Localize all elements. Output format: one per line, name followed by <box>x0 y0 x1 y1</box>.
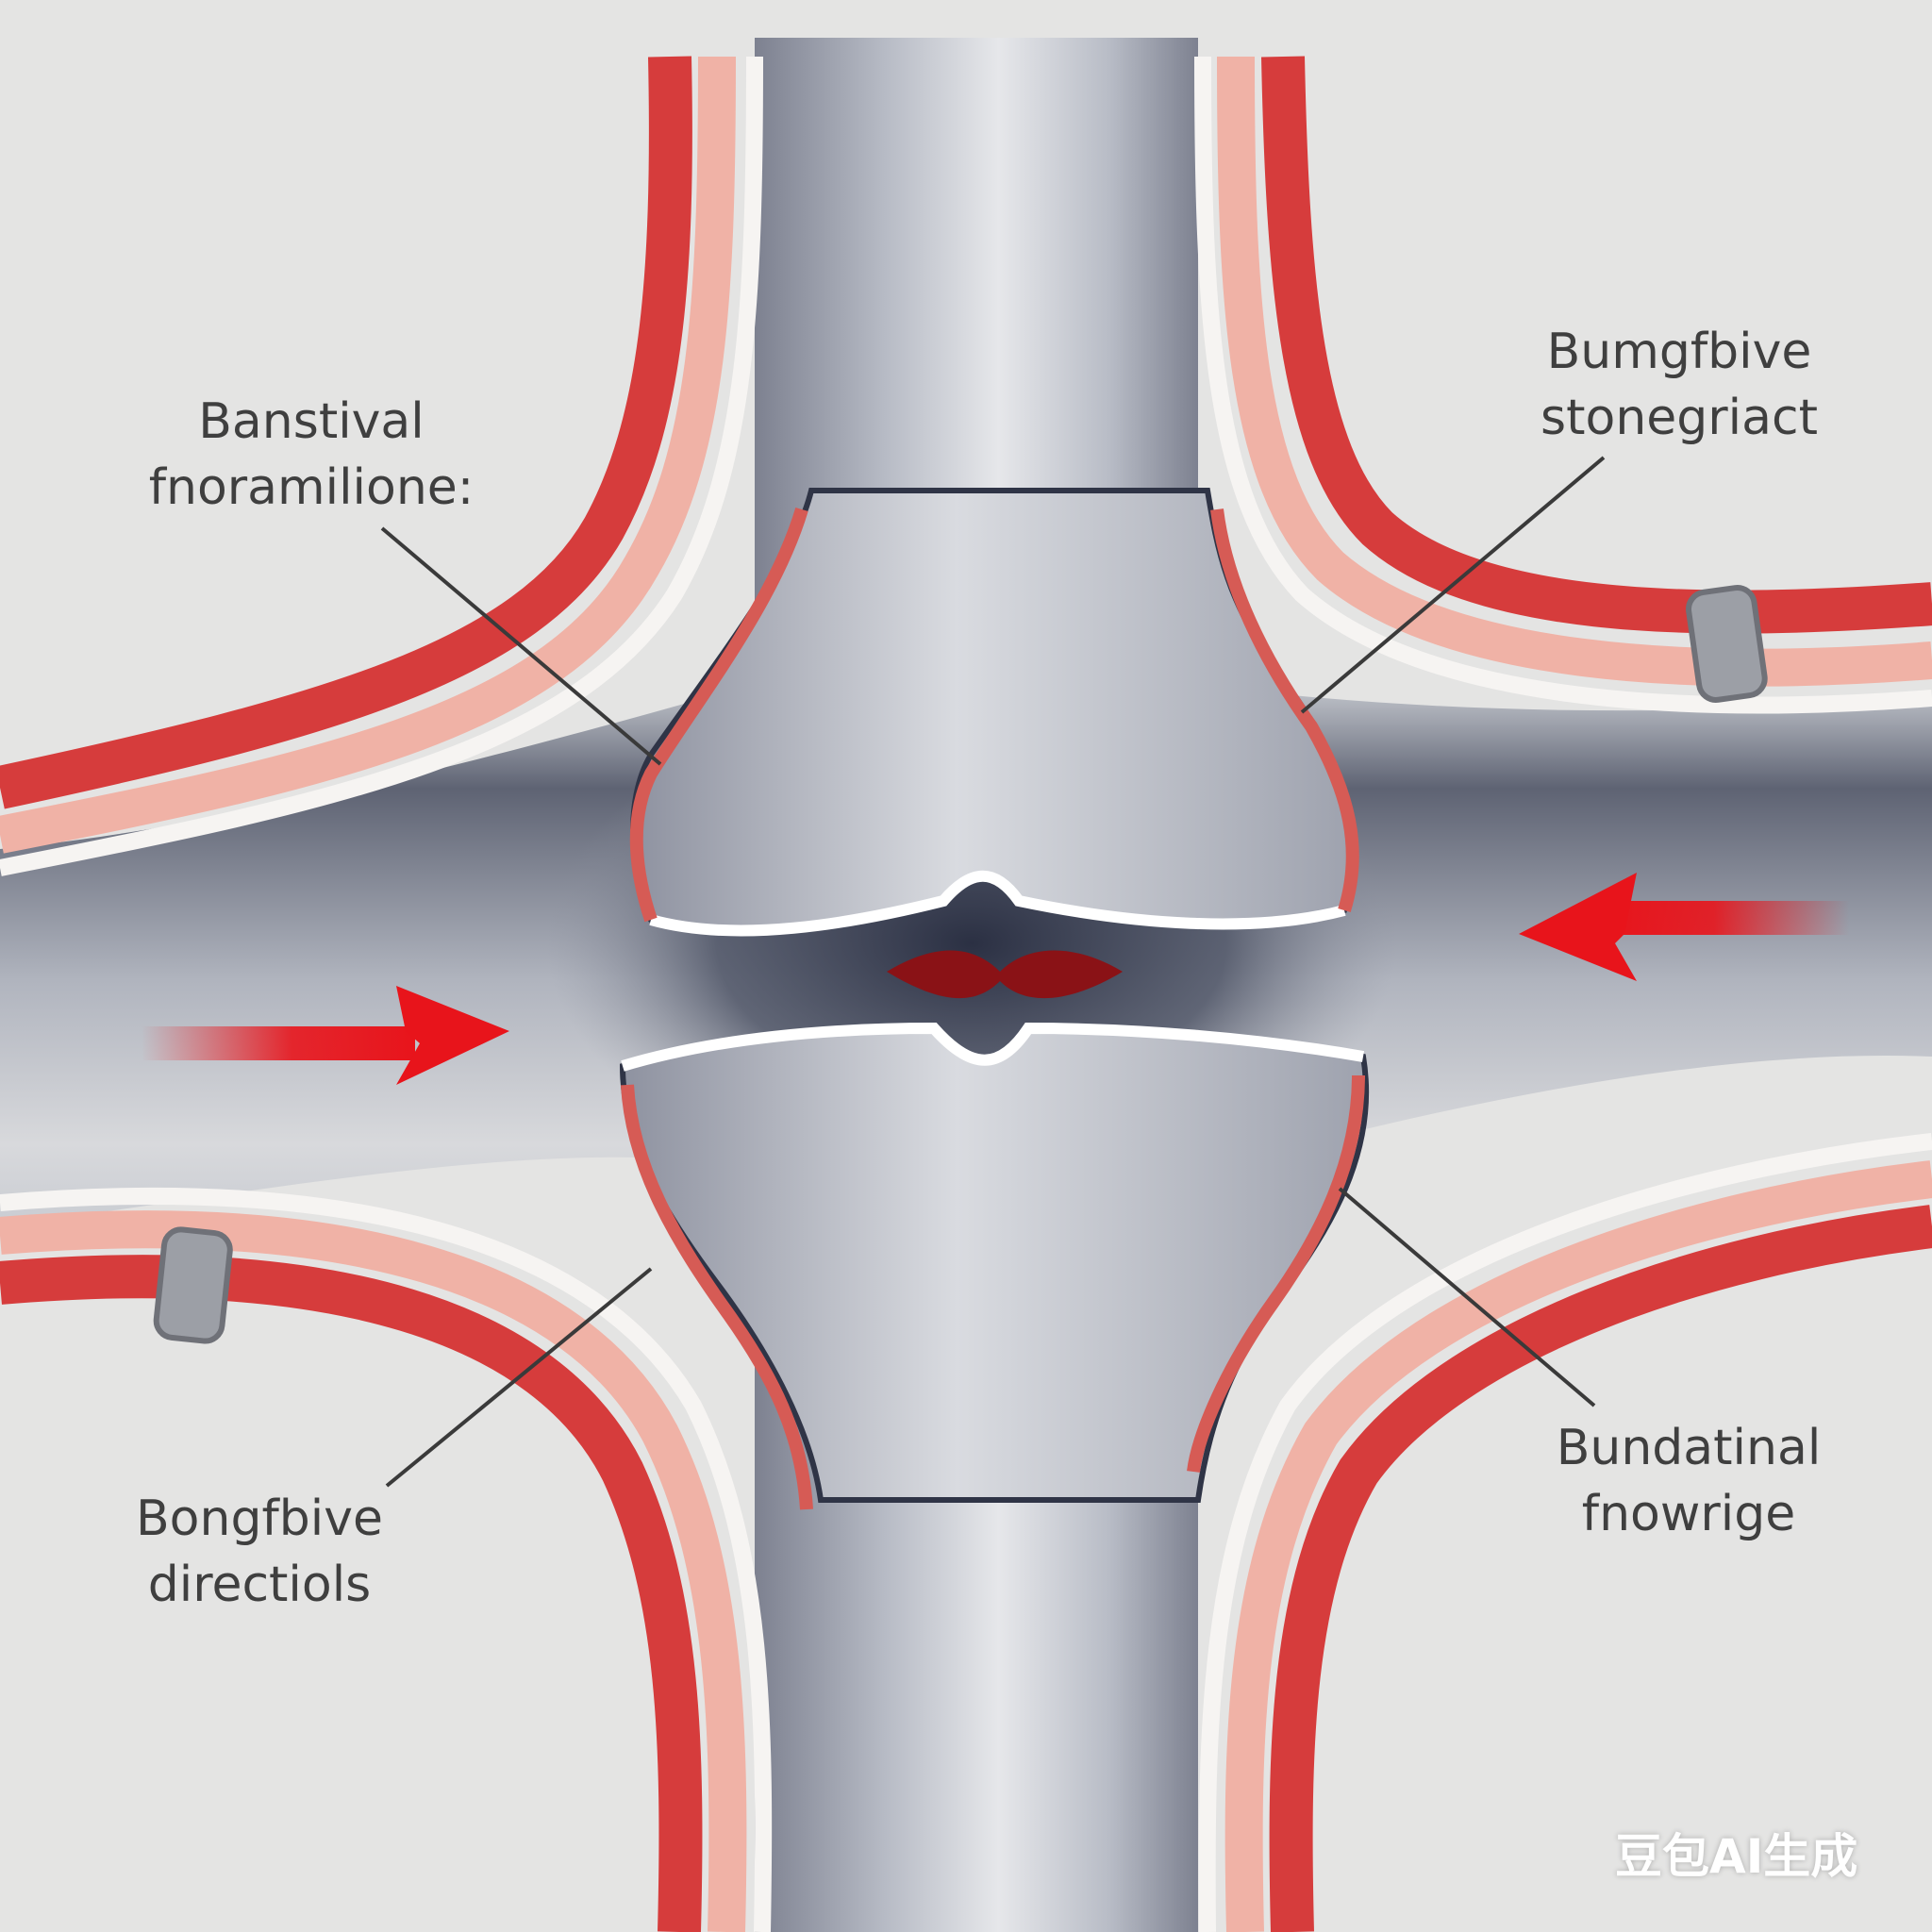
force-arrow-right-pointing <box>142 986 509 1085</box>
label-top-left: Banstival fnoramilione: <box>123 389 500 521</box>
vessel-top-left <box>0 56 763 876</box>
label-bottom-right-line2: fnowrige <box>1581 1486 1796 1542</box>
upper-condyle <box>630 488 1356 934</box>
label-top-left-line1: Banstival <box>198 393 425 450</box>
label-top-right-line1: Bumgfbive <box>1546 324 1812 380</box>
joint-cavity <box>887 950 1123 999</box>
label-top-right-line2: stonegriact <box>1541 390 1818 446</box>
watermark-text: 豆包AI生成 <box>1615 1829 1858 1884</box>
vessel-cuff-left <box>153 1226 233 1344</box>
leader-line-bottom-left <box>385 1267 653 1488</box>
leader-line-bottom-right <box>1338 1187 1596 1407</box>
upper-membrane-right <box>1210 508 1359 913</box>
vessel-cuff-right <box>1686 584 1768 703</box>
upper-cartilage <box>649 870 1346 937</box>
label-bottom-right: Bundatinal fnowrige <box>1519 1415 1858 1547</box>
leader-line-top-right <box>1300 456 1606 714</box>
leader-line-top-left <box>380 526 662 766</box>
label-bottom-left: Bongfbive directiols <box>104 1486 415 1618</box>
label-bottom-right-line1: Bundatinal <box>1556 1420 1822 1476</box>
upper-membrane-left <box>629 507 808 923</box>
lower-condyle <box>619 1024 1370 1503</box>
lower-membrane-right <box>1187 1074 1365 1473</box>
vessel-bottom-left <box>0 1188 773 1932</box>
label-bottom-left-line1: Bongfbive <box>136 1491 383 1547</box>
force-arrow-left-pointing <box>1519 873 1849 981</box>
vessel-bottom-right <box>1198 1133 1932 1932</box>
label-bottom-left-line2: directiols <box>147 1557 372 1613</box>
label-top-right: Bumgfbive stonegriact <box>1509 319 1849 451</box>
label-top-left-line2: fnoramilione: <box>148 459 475 516</box>
lower-membrane-left <box>621 1084 813 1510</box>
lower-cartilage <box>621 1022 1365 1072</box>
